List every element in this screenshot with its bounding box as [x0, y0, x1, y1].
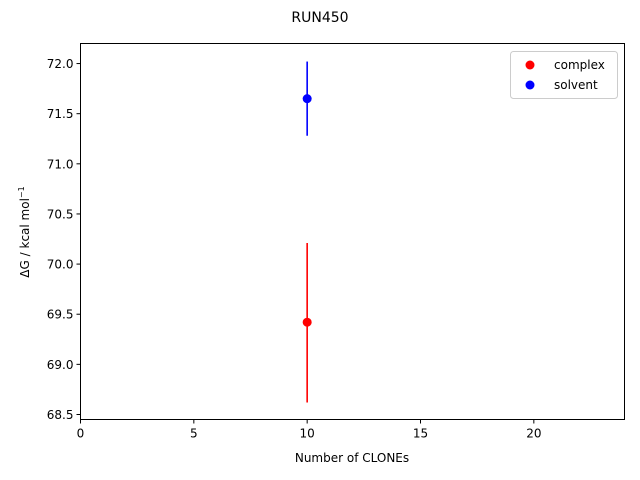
- y-tick-label: 71.5: [47, 107, 74, 121]
- data-point-complex: [302, 317, 312, 327]
- x-tick-label: 15: [413, 427, 428, 441]
- legend-label-solvent: solvent: [554, 78, 598, 92]
- legend: complex solvent: [510, 51, 618, 99]
- y-tick-label: 69.5: [47, 308, 74, 322]
- x-axis-ticks: 0 5 10 15 20: [77, 419, 541, 441]
- y-axis-ticks: 68.5 69.0 69.5 70.0 70.5 71.0 71.5 72.0: [47, 57, 81, 422]
- x-tick-label: 5: [190, 427, 198, 441]
- y-tick-label: 71.0: [47, 157, 74, 171]
- y-tick-label: 72.0: [47, 57, 74, 71]
- y-axis-label: ΔG / kcal mol−1: [17, 186, 32, 277]
- x-tick-label: 10: [300, 427, 315, 441]
- legend-marker-complex: [525, 60, 535, 70]
- y-tick-label: 68.5: [47, 408, 74, 422]
- chart-title: RUN450: [291, 10, 348, 26]
- y-axis-label-main: ΔG / kcal mol: [18, 198, 32, 278]
- plot-area-frame: [80, 43, 625, 420]
- legend-box: [510, 51, 618, 99]
- x-tick-label: 0: [77, 427, 85, 441]
- data-point-solvent: [302, 94, 312, 104]
- data-marks: [302, 61, 312, 403]
- y-tick-label: 70.0: [47, 258, 74, 272]
- y-tick-label: 69.0: [47, 358, 74, 372]
- x-tick-label: 20: [526, 427, 541, 441]
- y-tick-label: 70.5: [47, 207, 74, 221]
- y-axis-label-exponent: −1: [17, 186, 26, 198]
- legend-label-complex: complex: [554, 58, 605, 72]
- legend-marker-solvent: [525, 80, 535, 90]
- x-axis-label: Number of CLONEs: [295, 451, 409, 465]
